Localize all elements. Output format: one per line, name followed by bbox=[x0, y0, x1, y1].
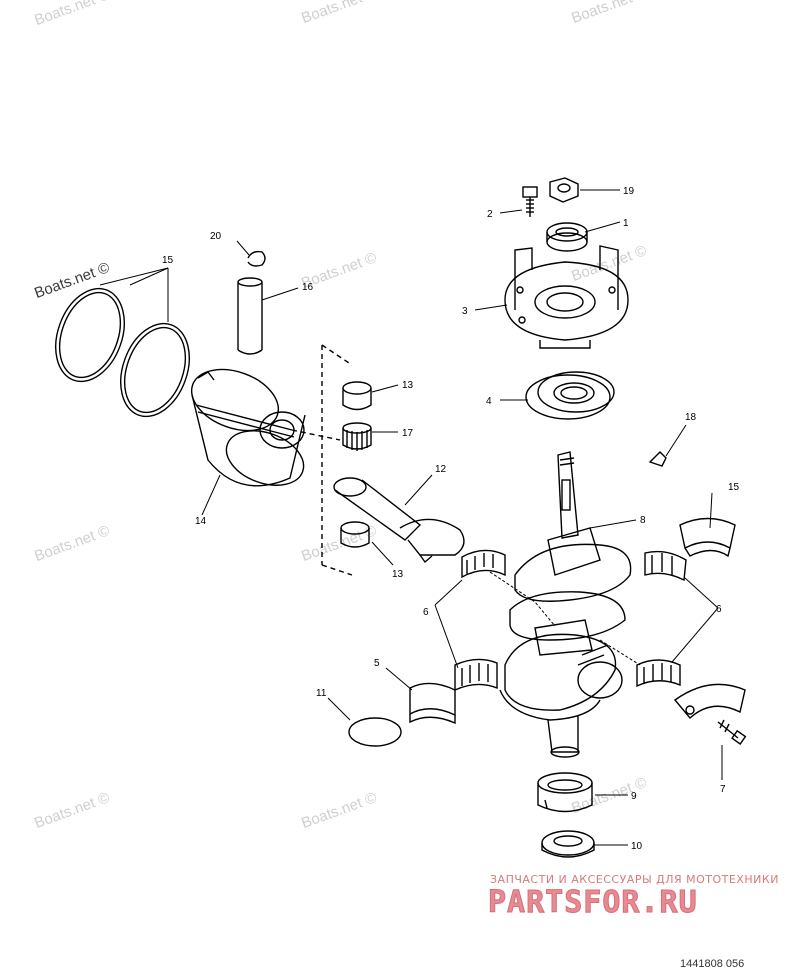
o-ring-11 bbox=[348, 717, 402, 747]
key-18 bbox=[648, 451, 667, 467]
callout-17: 17 bbox=[402, 428, 414, 439]
callout-16: 16 bbox=[302, 282, 314, 293]
retaining-ring-20 bbox=[247, 250, 266, 267]
leader-lines bbox=[99, 189, 723, 846]
main-bearing-cap bbox=[673, 683, 746, 720]
ball-bearing-4 bbox=[525, 371, 615, 420]
main-bearing-15 bbox=[679, 517, 736, 558]
seal-10 bbox=[541, 830, 595, 858]
thrust-washer-13 bbox=[340, 521, 370, 548]
piston-14 bbox=[190, 368, 306, 487]
bearing-half-6 bbox=[644, 550, 687, 582]
connecting-rod-12 bbox=[333, 477, 465, 564]
callout-6: 6 bbox=[423, 607, 429, 618]
part-number: 1441808 056 bbox=[680, 958, 745, 970]
callout-9: 9 bbox=[631, 791, 637, 802]
callout-8: 8 bbox=[640, 515, 646, 526]
bolt-7 bbox=[717, 719, 747, 745]
callout-13: 13 bbox=[392, 569, 404, 580]
callout-11: 11 bbox=[316, 688, 327, 699]
callout-labels: 19 2 1 3 4 18 8 15 9 10 7 20 16 15 13 17… bbox=[162, 186, 740, 852]
main-bearing-5 bbox=[409, 682, 456, 725]
bolt-2 bbox=[522, 186, 538, 217]
callout-5: 5 bbox=[374, 658, 380, 669]
callout-18: 18 bbox=[685, 412, 697, 423]
callout-15: 15 bbox=[728, 482, 740, 493]
callout-15: 15 bbox=[162, 255, 174, 266]
callout-10: 10 bbox=[631, 841, 643, 852]
callout-4: 4 bbox=[486, 396, 492, 407]
bearing-half-6 bbox=[454, 658, 498, 692]
callout-2: 2 bbox=[487, 209, 493, 220]
thrust-washer-13 bbox=[342, 381, 372, 411]
bearing-housing-3 bbox=[504, 245, 629, 349]
callout-13: 13 bbox=[402, 380, 414, 391]
callout-3: 3 bbox=[462, 306, 468, 317]
callout-12: 12 bbox=[435, 464, 447, 475]
piston-pin-16 bbox=[237, 277, 263, 355]
bearing-half-6 bbox=[636, 659, 681, 688]
brand-subtitle: ЗАПЧАСТИ И АКСЕССУАРЫ ДЛЯ МОТОТЕХНИКИ bbox=[490, 873, 779, 886]
piston-ring-15 bbox=[55, 287, 190, 418]
brand-logo: PARTSFOR.RU bbox=[488, 885, 698, 921]
callout-19: 19 bbox=[623, 186, 635, 197]
callout-20: 20 bbox=[210, 231, 222, 242]
assembly-bracket bbox=[291, 344, 353, 576]
seal-1 bbox=[546, 222, 588, 252]
callout-14: 14 bbox=[195, 516, 207, 527]
bearing-9 bbox=[537, 772, 593, 813]
needle-bearing-17 bbox=[342, 422, 372, 451]
callout-1: 1 bbox=[623, 218, 629, 229]
nut-19 bbox=[549, 177, 579, 203]
bearing-half-6 bbox=[461, 549, 506, 579]
callout-6: 6 bbox=[716, 604, 722, 615]
crankshaft-8 bbox=[499, 451, 632, 758]
callout-7: 7 bbox=[720, 784, 726, 795]
